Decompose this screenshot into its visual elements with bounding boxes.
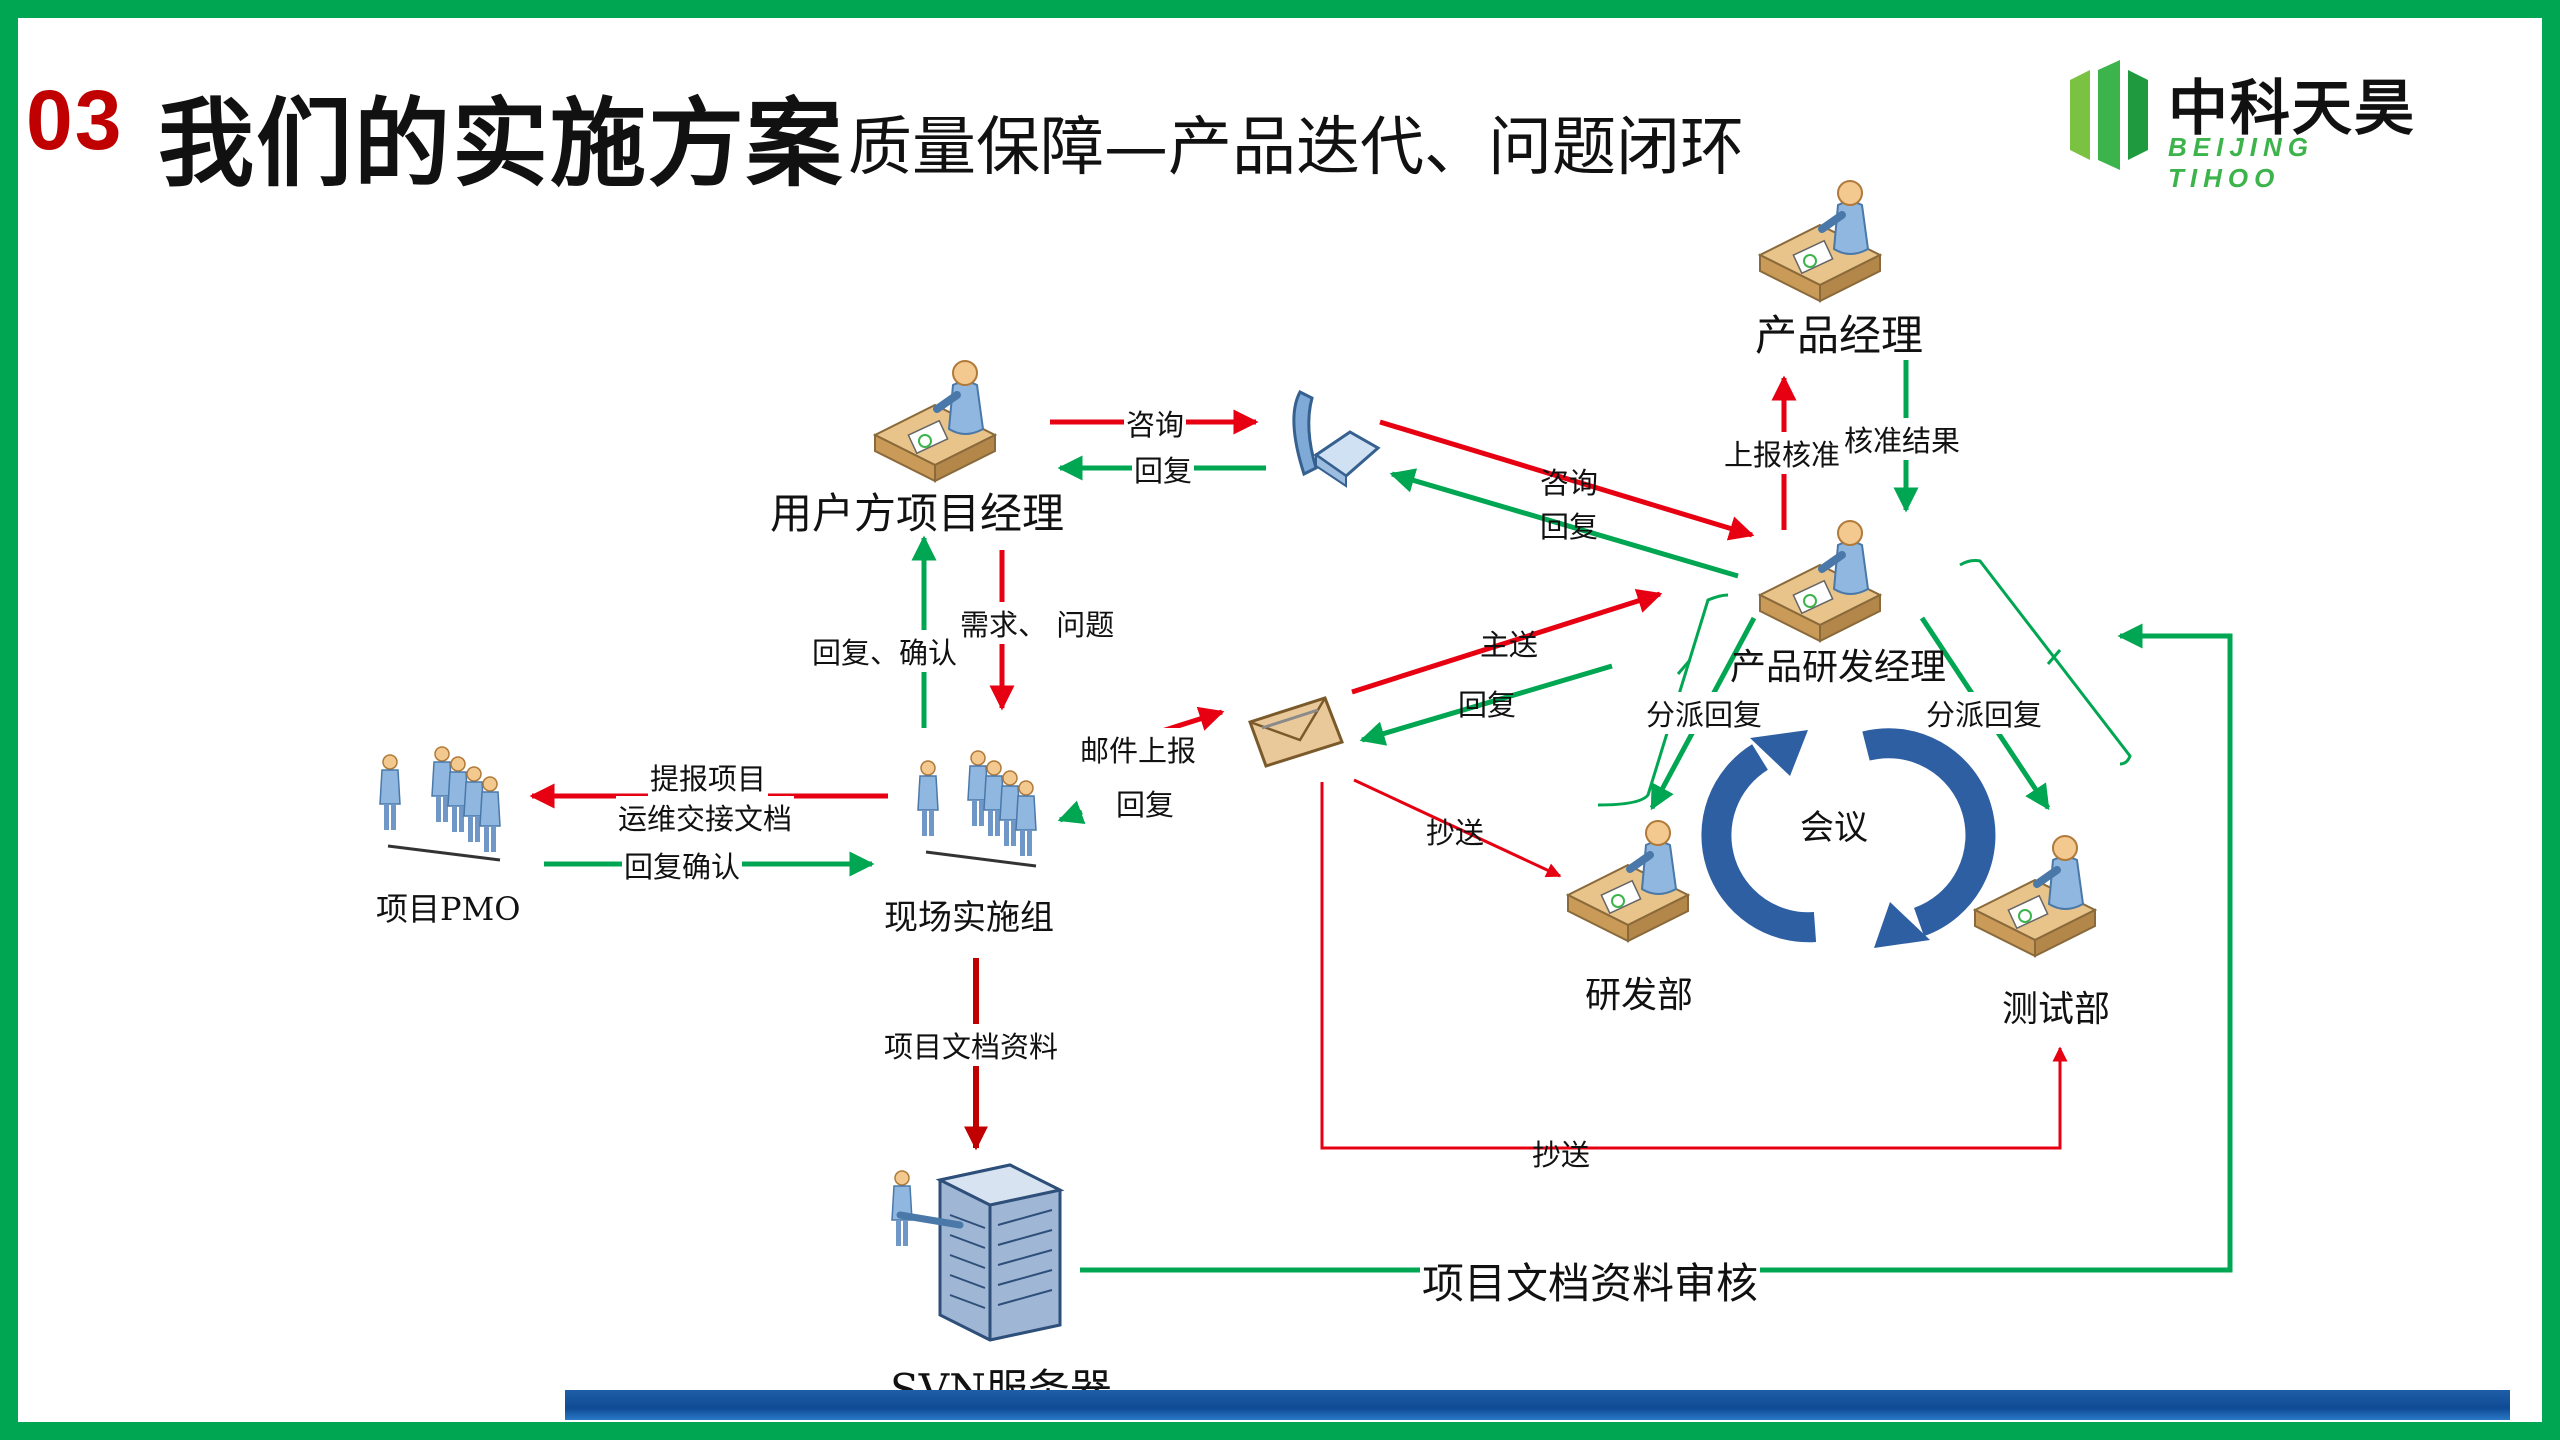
edge-cc-2: 抄送 xyxy=(1532,1138,1591,1172)
page-subtitle: 质量保障—产品迭代、问题闭环 xyxy=(848,111,1744,185)
bracket-right xyxy=(1959,559,2132,766)
edge-consult-2: 咨询 xyxy=(1540,466,1599,500)
node-client-pm: 用户方项目经理 xyxy=(770,489,1065,538)
node-rnd-dept: 研发部 xyxy=(1585,975,1694,1016)
envelope-icon xyxy=(1248,696,1344,768)
node-pmo: 项目PMO xyxy=(376,890,521,928)
desk-person-icon xyxy=(1760,521,1880,641)
edge-assign-reply-2: 分派回复 xyxy=(1924,692,2045,734)
node-product-manager: 产品经理 xyxy=(1755,311,1924,360)
telephone-icon xyxy=(1292,390,1381,488)
edge-email-report: 邮件上报 xyxy=(1078,728,1199,770)
node-onsite-team: 现场实施组 xyxy=(884,898,1054,938)
desk-person-icon xyxy=(1760,181,1880,301)
edge-consult-1: 咨询 xyxy=(1124,402,1187,444)
logo-bars-icon xyxy=(2070,60,2148,170)
edge-reply-1: 回复 xyxy=(1132,448,1195,490)
group-people-icon xyxy=(379,746,501,862)
edge-reply-2: 回复 xyxy=(1540,510,1599,544)
edge-submit-project: 提报项目 xyxy=(648,756,769,798)
edge-reply-3: 回复 xyxy=(1458,688,1517,722)
meeting-label: 会议 xyxy=(1800,808,1868,848)
edge-main-send: 主送 xyxy=(1480,628,1539,662)
group-people-icon xyxy=(917,750,1037,868)
edge-reply-4: 回复 xyxy=(1114,782,1177,824)
node-test-dept: 测试部 xyxy=(2002,989,2111,1030)
edge-report-approve: 上报核准 xyxy=(1722,432,1843,474)
edge-reply-confirm-2: 回复确认 xyxy=(622,844,743,886)
edge-approve-result: 核准结果 xyxy=(1842,418,1963,460)
server-rack-icon xyxy=(891,1163,1065,1342)
section-number: 03 xyxy=(26,73,124,167)
cycle-arrows-icon xyxy=(1701,728,1996,948)
bottom-decor-bar xyxy=(565,1390,2510,1420)
page-title: 我们的实施方案 xyxy=(158,88,844,200)
edge-cc-1: 抄送 xyxy=(1426,816,1485,850)
edge-project-docs: 项目文档资料 xyxy=(882,1024,1061,1066)
edge-reply-confirm: 回复、确认 xyxy=(810,630,960,672)
desk-person-icon xyxy=(1568,821,1688,941)
node-dev-manager: 产品研发经理 xyxy=(1730,647,1947,688)
company-logo: 中科天昊 BEIJING TIHOO xyxy=(2060,60,2420,193)
desk-person-icon xyxy=(875,361,995,481)
logo-name-cn: 中科天昊 xyxy=(2168,74,2416,144)
edge-needs-issues: 需求、 问题 xyxy=(958,602,1117,644)
logo-name-en: BEIJING TIHOO xyxy=(2168,132,2315,193)
edge-assign-reply-1: 分派回复 xyxy=(1644,692,1765,734)
edge-ops-handover: 运维交接文档 xyxy=(616,796,795,838)
edge-doc-review: 项目文档资料审核 xyxy=(1420,1250,1761,1311)
